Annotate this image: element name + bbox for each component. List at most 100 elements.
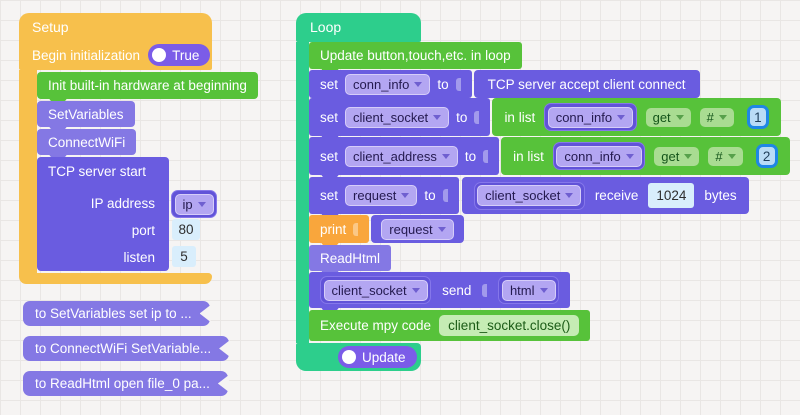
value-socket-nub	[482, 283, 488, 297]
send-keyword: send	[442, 282, 472, 298]
print-keyword: print	[320, 221, 347, 237]
chevron-down-icon	[197, 201, 206, 207]
client-socket-var-dropdown[interactable]: client_socket	[477, 185, 582, 206]
loop-block-spine[interactable]	[296, 42, 309, 343]
index-mode-dropdown[interactable]: #	[708, 146, 743, 166]
index-number-input[interactable]: 2	[755, 144, 778, 168]
chevron-down-icon	[411, 287, 420, 293]
client-socket-var-value: client_socket	[331, 282, 407, 298]
conn-info-var-dropdown[interactable]: conn_info	[345, 73, 431, 95]
ip-dropdown-value: ip	[182, 196, 193, 212]
port-label: port	[131, 223, 155, 238]
connectwifi-call-label: ConnectWiFi	[48, 134, 126, 150]
client-socket-var-dropdown[interactable]: client_socket	[323, 279, 428, 301]
print-row: print request	[309, 215, 464, 246]
listen-input[interactable]: 5	[172, 246, 196, 267]
setup-block-spine[interactable]	[19, 70, 37, 273]
client-address-var-dropdown[interactable]: client_address	[345, 145, 458, 167]
update-in-loop-block[interactable]: Update button,touch,etc. in loop	[309, 42, 522, 72]
value-socket-nub	[483, 149, 489, 163]
setvariables-call-label: SetVariables	[48, 106, 124, 122]
get-op-dropdown[interactable]: get	[645, 107, 691, 127]
tcp-server-start-title: TCP server start	[48, 164, 147, 179]
index-mode-dropdown[interactable]: #	[699, 107, 734, 127]
html-var-dropdown[interactable]: html	[501, 279, 556, 301]
chevron-down-icon	[441, 153, 450, 159]
loop-block-header[interactable]: Loop	[296, 13, 421, 42]
setup-title: Setup	[32, 19, 69, 35]
tcp-accept-client-block[interactable]: TCP server accept client connect	[473, 70, 700, 98]
set-conn-info-block[interactable]: set conn_info to	[309, 70, 472, 101]
chevron-down-icon	[414, 81, 423, 87]
index-number-input[interactable]: 1	[746, 105, 769, 129]
chevron-down-icon	[565, 193, 574, 198]
readhtml-call-label: ReadHtml	[320, 250, 381, 266]
conn-info-var-value: conn_info	[555, 109, 613, 125]
function-readhtml-collapsed[interactable]: to ReadHtml open file_0 pa...	[23, 371, 228, 396]
in-list-get-1-block[interactable]: in list conn_info get # 1	[492, 98, 781, 136]
loop-block-footer[interactable]: Update	[296, 343, 421, 371]
init-hardware-block[interactable]: Init built-in hardware at beginning	[37, 72, 258, 102]
function-setvariables-label: to SetVariables set ip to ...	[35, 306, 192, 321]
function-setvariables-collapsed[interactable]: to SetVariables set ip to ...	[23, 301, 210, 326]
value-socket-nub	[442, 189, 448, 202]
client-address-var-value: client_address	[353, 148, 437, 164]
execute-mpy-block[interactable]: Execute mpy code client_socket.close()	[309, 310, 591, 341]
socket-receive-block[interactable]: client_socket receive 1024 bytes	[461, 177, 749, 214]
set-client-address-row: set client_address to in list conn_info …	[309, 137, 790, 178]
ip-dropdown[interactable]: ip	[174, 193, 214, 215]
print-value-block[interactable]: request	[371, 215, 464, 243]
socket-send-block[interactable]: client_socket send html	[309, 272, 570, 311]
loop-update-toggle[interactable]: Update	[338, 346, 417, 368]
print-block[interactable]: print	[309, 215, 370, 246]
html-var-socket: html	[498, 276, 559, 304]
set-conn-info-row: set conn_info to TCP server accept clien…	[309, 70, 700, 101]
ip-address-label: IP address	[90, 196, 155, 211]
setup-block-footer[interactable]	[19, 273, 212, 284]
init-hardware-label: Init built-in hardware at beginning	[48, 78, 247, 93]
conn-info-var-dropdown[interactable]: conn_info	[547, 106, 634, 128]
function-connectwifi-label: to ConnectWiFi SetVariable...	[35, 341, 212, 356]
tcp-server-start-block[interactable]: TCP server start IP address port listen …	[37, 157, 218, 271]
get-op-dropdown[interactable]: get	[654, 146, 700, 166]
html-var-value: html	[509, 282, 535, 298]
chevron-down-icon	[617, 114, 626, 120]
listen-label: listen	[123, 250, 155, 265]
connectwifi-call-block[interactable]: ConnectWiFi	[37, 129, 137, 158]
set-client-socket-row: set client_socket to in list conn_info g…	[309, 98, 781, 139]
begin-initialization-toggle[interactable]: True	[148, 44, 211, 66]
chevron-down-icon	[539, 287, 548, 293]
set-keyword: set	[320, 109, 339, 125]
value-socket-nub	[455, 77, 461, 91]
request-var-value: request	[353, 188, 397, 203]
loop-update-toggle-label: Update	[362, 349, 406, 365]
conn-info-var-dropdown[interactable]: conn_info	[556, 145, 642, 167]
set-keyword: set	[320, 148, 339, 164]
set-keyword: set	[320, 76, 339, 92]
value-socket-nub	[353, 222, 359, 236]
mpy-code-input[interactable]: client_socket.close()	[439, 315, 580, 336]
client-socket-var-value: client_socket	[353, 109, 429, 125]
client-socket-var-dropdown[interactable]: client_socket	[345, 106, 450, 128]
in-list-get-2-block[interactable]: in list conn_info get # 2	[501, 137, 790, 175]
index-mode-value: #	[706, 109, 714, 125]
set-client-socket-block[interactable]: set client_socket to	[309, 98, 491, 139]
set-client-address-block[interactable]: set client_address to	[309, 137, 500, 178]
update-in-loop-label: Update button,touch,etc. in loop	[320, 48, 511, 63]
setup-block-header[interactable]: Setup Begin initialization True	[19, 13, 212, 70]
loop-title: Loop	[310, 19, 342, 35]
in-list-keyword: in list	[504, 109, 536, 125]
port-input[interactable]: 80	[172, 219, 200, 240]
get-op-value: get	[661, 148, 680, 164]
receive-bytes-input[interactable]: 1024	[648, 183, 695, 208]
request-var-dropdown[interactable]: request	[345, 185, 418, 206]
to-keyword: to	[456, 109, 468, 125]
set-request-row: set request to client_socket receive 102…	[309, 177, 749, 217]
function-connectwifi-collapsed[interactable]: to ConnectWiFi SetVariable...	[23, 336, 230, 361]
set-request-block[interactable]: set request to	[309, 177, 459, 217]
toggle-dot-icon	[342, 350, 356, 364]
readhtml-call-block[interactable]: ReadHtml	[309, 245, 392, 274]
setvariables-call-block[interactable]: SetVariables	[37, 101, 135, 130]
request-var-dropdown[interactable]: request	[381, 218, 454, 240]
list-var-socket: conn_info	[552, 142, 646, 170]
